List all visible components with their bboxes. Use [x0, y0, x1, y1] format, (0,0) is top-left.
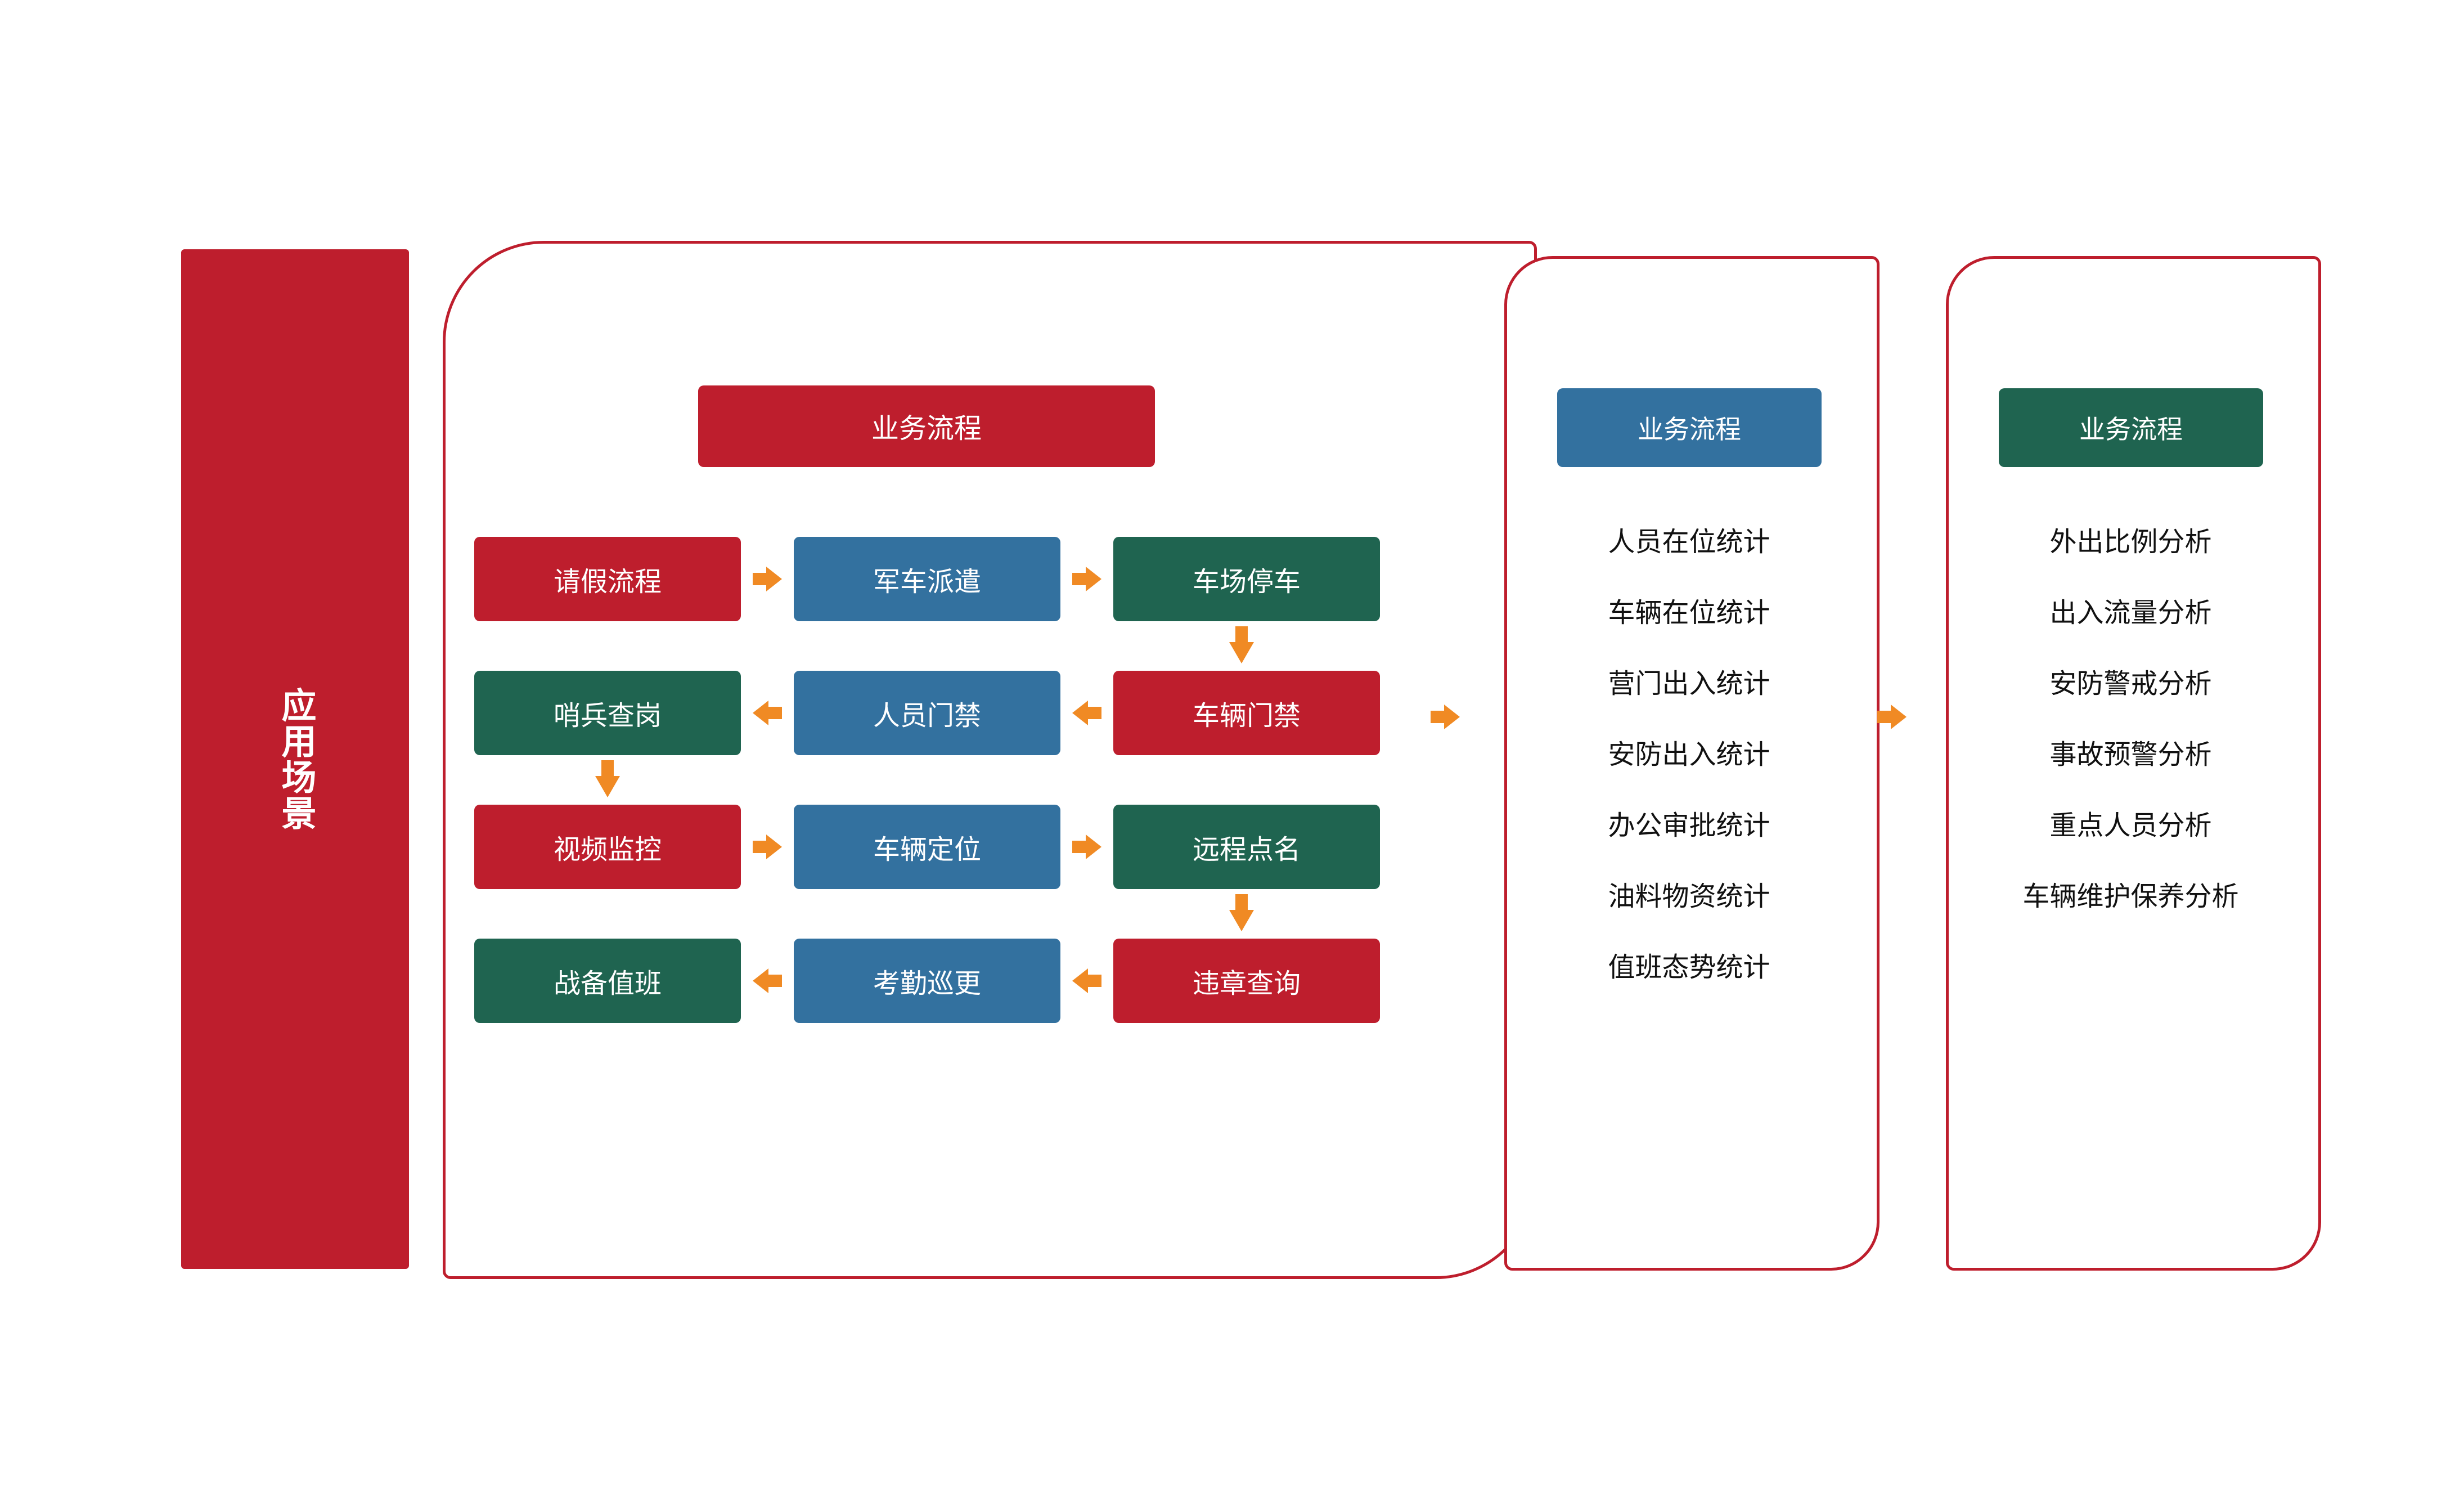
flow-connector — [741, 968, 794, 993]
flow-node[interactable]: 请假流程 — [474, 537, 741, 621]
analysis-list: 外出比例分析 出入流量分析 安防警戒分析 事故预警分析 重点人员分析 车辆维护保… — [1946, 529, 2315, 910]
arrow-down-icon — [595, 760, 620, 797]
list-item[interactable]: 车辆在位统计 — [1608, 598, 1770, 628]
flow-row: 哨兵查岗 人员门禁 车辆门禁 — [474, 671, 1380, 755]
list-item[interactable]: 重点人员分析 — [2049, 811, 2212, 841]
flow-node[interactable]: 违章查询 — [1113, 939, 1380, 1023]
flow-node[interactable]: 车场停车 — [1113, 537, 1380, 621]
arrow-down-icon — [1229, 894, 1254, 931]
flow-node[interactable]: 远程点名 — [1113, 805, 1380, 889]
flow-node[interactable]: 军车派遣 — [794, 537, 1060, 621]
list-item[interactable]: 营门出入统计 — [1608, 669, 1770, 699]
arrow-right-icon — [1431, 705, 1460, 729]
list-item[interactable]: 安防警戒分析 — [2049, 669, 2212, 699]
middle-panel-header: 业务流程 — [1557, 388, 1822, 467]
flow-node[interactable]: 车辆门禁 — [1113, 671, 1380, 755]
flow-connector — [1060, 567, 1113, 591]
arrow-left-icon — [753, 968, 782, 993]
flow-row: 请假流程 军车派遣 车场停车 — [474, 537, 1380, 621]
flow-connector — [741, 701, 794, 725]
arrow-left-icon — [1072, 968, 1101, 993]
list-item[interactable]: 办公审批统计 — [1608, 811, 1770, 841]
list-item[interactable]: 安防出入统计 — [1608, 740, 1770, 770]
main-panel-header: 业务流程 — [698, 385, 1155, 467]
arrow-right-icon — [1877, 705, 1907, 729]
flow-connector — [1060, 968, 1113, 993]
arrow-right-icon — [753, 835, 782, 859]
list-item[interactable]: 油料物资统计 — [1608, 882, 1770, 912]
flow-connector — [741, 835, 794, 859]
arrow-left-icon — [1072, 701, 1101, 725]
process-flow-grid: 请假流程 军车派遣 车场停车 哨兵查岗 人员门禁 — [474, 537, 1380, 1023]
arrow-right-icon — [1072, 567, 1101, 591]
arrow-right-icon — [1072, 835, 1101, 859]
list-item[interactable]: 事故预警分析 — [2049, 740, 2212, 770]
statistics-list: 人员在位统计 车辆在位统计 营门出入统计 安防出入统计 办公审批统计 油料物资统… — [1504, 529, 1874, 981]
list-item[interactable]: 外出比例分析 — [2049, 527, 2212, 557]
flow-row: 视频监控 车辆定位 远程点名 — [474, 805, 1380, 889]
flow-connector — [1060, 701, 1113, 725]
flow-node[interactable]: 哨兵查岗 — [474, 671, 741, 755]
arrow-right-icon — [753, 567, 782, 591]
application-scenario-bar: 应用场景 — [181, 249, 409, 1269]
arrow-down-icon — [1229, 626, 1254, 663]
list-item[interactable]: 出入流量分析 — [2049, 598, 2212, 628]
flow-node[interactable]: 车辆定位 — [794, 805, 1060, 889]
flow-node[interactable]: 考勤巡更 — [794, 939, 1060, 1023]
arrow-left-icon — [753, 701, 782, 725]
flow-node[interactable]: 战备值班 — [474, 939, 741, 1023]
list-item[interactable]: 值班态势统计 — [1608, 953, 1770, 982]
right-panel-header: 业务流程 — [1999, 388, 2263, 467]
list-item[interactable]: 车辆维护保养分析 — [2022, 882, 2239, 912]
application-scenario-label: 应用场景 — [276, 687, 315, 831]
list-item[interactable]: 人员在位统计 — [1608, 527, 1770, 557]
flow-connector — [1060, 835, 1113, 859]
flow-connector — [741, 567, 794, 591]
flow-row: 战备值班 考勤巡更 违章查询 — [474, 939, 1380, 1023]
flow-node[interactable]: 视频监控 — [474, 805, 741, 889]
flow-node[interactable]: 人员门禁 — [794, 671, 1060, 755]
